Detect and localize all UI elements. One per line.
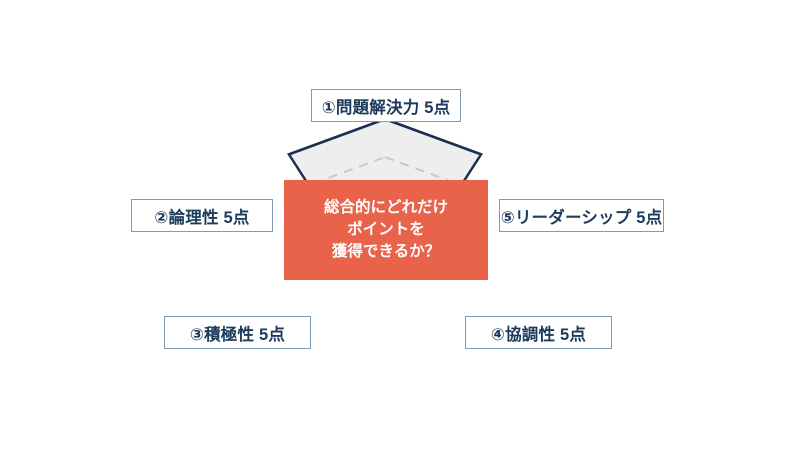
center-callout: 総合的にどれだけ ポイントを 獲得できるか？ bbox=[284, 180, 488, 280]
axis-label-logic: ②論理性 5点 bbox=[131, 199, 273, 232]
callout-line-2: ポイントを bbox=[347, 221, 425, 238]
callout-line-3: 獲得できるか？ bbox=[331, 243, 441, 260]
axis-label-cooperativeness: ④協調性 5点 bbox=[465, 316, 612, 349]
radar-grid-ring-2 bbox=[320, 156, 450, 243]
axis-label-leadership: ⑤リーダーシップ 5点 bbox=[499, 199, 664, 232]
axis-label-problem-solving: ①問題解決力 5点 bbox=[311, 89, 461, 122]
callout-line-1: 総合的にどれだけ bbox=[323, 199, 448, 216]
axis-label-proactiveness: ③積極性 5点 bbox=[164, 316, 311, 349]
